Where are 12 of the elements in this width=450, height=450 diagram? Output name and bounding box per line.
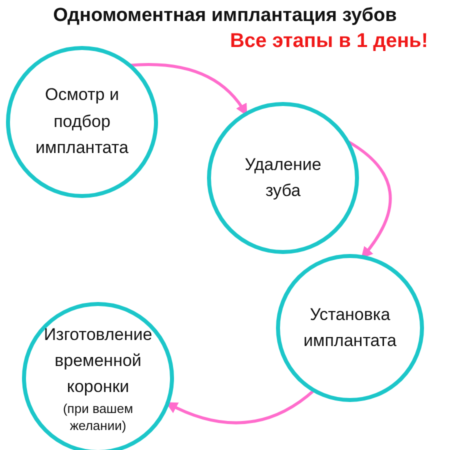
step-circle bbox=[22, 302, 174, 450]
step-circle bbox=[276, 254, 424, 402]
step-circle bbox=[6, 46, 158, 198]
highlight-note: Все этапы в 1 день! bbox=[230, 30, 428, 53]
diagram-title: Одномоментная имплантация зубов bbox=[52, 5, 398, 27]
step-label: Изготовление временной коронки bbox=[42, 324, 154, 398]
step-label: Осмотр и подбор имплантата bbox=[34, 84, 130, 160]
step-label: Установка имплантата bbox=[302, 304, 398, 352]
step-note: (при вашем желании) bbox=[62, 400, 134, 434]
step-circle bbox=[207, 102, 359, 254]
step-label: Удаление зуба bbox=[244, 154, 322, 202]
curved-arrow bbox=[129, 63, 248, 116]
